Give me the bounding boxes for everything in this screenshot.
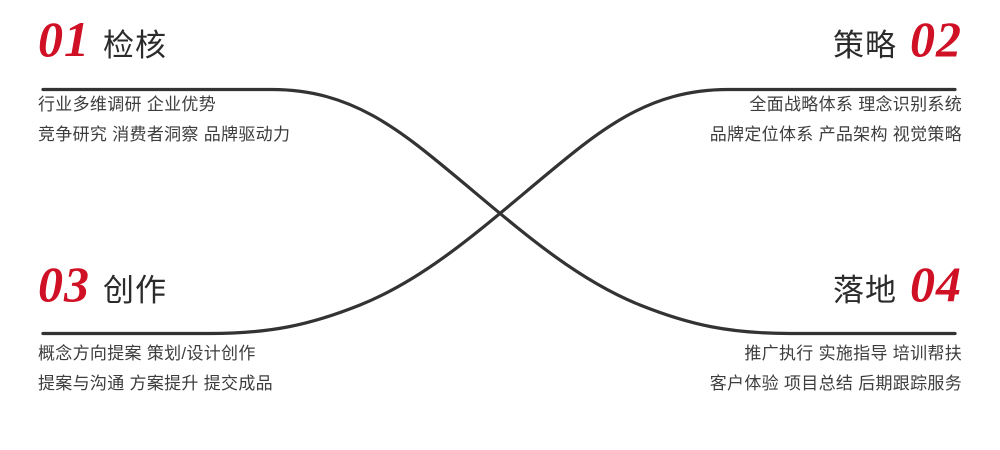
step-title-02: 策略 [833, 28, 897, 63]
step-header-04: 落地 04 [492, 259, 962, 317]
step-title-01: 检核 [103, 28, 167, 63]
step-block-01: 01 检核 行业多维调研 企业优势 竞争研究 消费者洞察 品牌驱动力 [38, 14, 508, 150]
step-body-line: 概念方向提案 策划/设计创作 [38, 344, 256, 363]
step-body-line: 客户体验 项目总结 后期跟踪服务 [709, 374, 962, 393]
step-body-01: 行业多维调研 企业优势 竞争研究 消费者洞察 品牌驱动力 [38, 90, 508, 150]
step-number-01: 01 [38, 11, 90, 67]
step-header-03: 03 创作 [38, 259, 508, 317]
step-body-line: 行业多维调研 企业优势 [38, 95, 217, 114]
step-block-03: 03 创作 概念方向提案 策划/设计创作 提案与沟通 方案提升 提交成品 [38, 259, 508, 399]
step-header-02: 策略 02 [492, 14, 962, 72]
step-body-line: 品牌定位体系 产品架构 视觉策略 [709, 125, 962, 144]
step-block-02: 策略 02 全面战略体系 理念识别系统 品牌定位体系 产品架构 视觉策略 [492, 14, 962, 150]
step-header-01: 01 检核 [38, 14, 508, 72]
step-body-03: 概念方向提案 策划/设计创作 提案与沟通 方案提升 提交成品 [38, 339, 508, 399]
step-block-04: 落地 04 推广执行 实施指导 培训帮扶 客户体验 项目总结 后期跟踪服务 [492, 259, 962, 399]
step-body-04: 推广执行 实施指导 培训帮扶 客户体验 项目总结 后期跟踪服务 [492, 339, 962, 399]
step-number-03: 03 [38, 256, 90, 312]
step-body-line: 推广执行 实施指导 培训帮扶 [744, 344, 962, 363]
step-number-04: 04 [910, 256, 962, 312]
step-title-03: 创作 [103, 273, 167, 308]
step-title-04: 落地 [833, 273, 897, 308]
step-body-line: 全面战略体系 理念识别系统 [749, 95, 962, 114]
step-number-02: 02 [910, 11, 962, 67]
step-body-02: 全面战略体系 理念识别系统 品牌定位体系 产品架构 视觉策略 [492, 90, 962, 150]
step-body-line: 竞争研究 消费者洞察 品牌驱动力 [38, 125, 291, 144]
step-body-line: 提案与沟通 方案提升 提交成品 [38, 374, 273, 393]
